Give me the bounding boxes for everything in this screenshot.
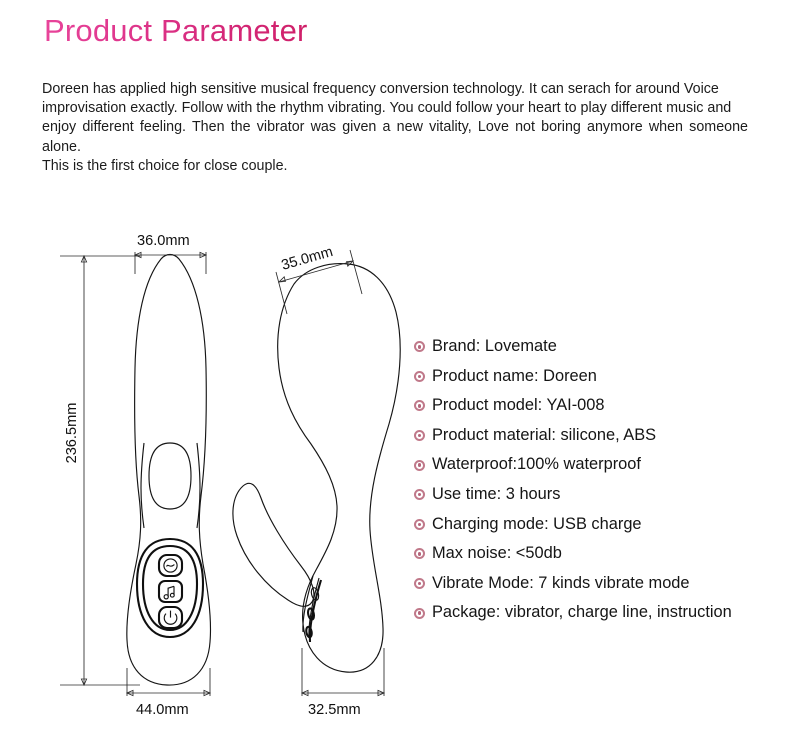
spec-package: Package: vibrator, charge line, instruct… <box>432 603 732 622</box>
side-view-outline <box>277 263 401 673</box>
spec-max-noise: Max noise: <50db <box>432 544 562 563</box>
side-view-seam-outer <box>302 575 314 633</box>
front-view-outline <box>126 253 212 686</box>
side-view-button-3 <box>305 625 313 639</box>
control-panel-inner-ring <box>141 544 199 632</box>
dim-label-side-width: 35.0mm <box>280 244 335 274</box>
control-panel-outer <box>135 537 205 639</box>
description-line-2: improvisation exactly. Follow with the r… <box>42 100 732 117</box>
front-view-crease-left <box>140 442 145 529</box>
dim-label-height: 236.5mm <box>64 403 80 464</box>
product-specification-list: Brand: Lovemate Product name: Doreen Pro… <box>414 332 786 628</box>
spec-brand: Brand: Lovemate <box>432 337 557 355</box>
spec-vibrate-mode: Vibrate Mode: 7 kinds vibrate mode <box>432 573 690 592</box>
description-line-1: Doreen has applied high sensitive musica… <box>42 81 719 97</box>
dim-label-side-base: 32.5mm <box>308 702 361 718</box>
bullet-icon <box>414 607 425 619</box>
bullet-icon <box>414 489 425 501</box>
drawing-canvas: .ln { fill:none; stroke:#151515; stroke-… <box>60 233 401 718</box>
dim-label-front-base: 44.0mm <box>136 702 189 718</box>
music-mode-button[interactable] <box>157 579 184 604</box>
bullet-icon <box>414 459 425 471</box>
vibration-mode-button[interactable] <box>157 553 184 578</box>
bullet-icon <box>414 518 425 530</box>
dim-group-side-width: 35.0mm <box>275 244 363 315</box>
spec-product-material: Product material: silicone, ABS <box>432 425 657 444</box>
description-line-4: This is the first choice for close coupl… <box>42 157 288 174</box>
front-view-arm-outline <box>148 442 192 510</box>
list-item: Product material: silicone, ABS <box>414 421 786 451</box>
front-view-crease-right <box>196 442 201 529</box>
bullet-icon <box>414 430 425 442</box>
list-item: Product name: Doreen <box>414 362 786 392</box>
list-item: Brand: Lovemate <box>414 332 786 362</box>
spec-waterproof: Waterproof:100% waterproof <box>432 455 641 474</box>
side-view-button-2 <box>306 607 316 621</box>
spec-product-name: Product name: Doreen <box>432 366 597 385</box>
bullet-icon <box>414 578 425 590</box>
dim-label-front-width: 36.0mm <box>137 233 190 249</box>
bullet-icon <box>414 400 425 412</box>
list-item: Package: vibrator, charge line, instruct… <box>414 598 786 628</box>
list-item: Product model: YAI-008 <box>414 391 786 421</box>
product-technical-drawing: .ln { fill:none; stroke:#151515; stroke-… <box>40 228 430 718</box>
description-line-3: enjoy different feeling. Then the vibrat… <box>42 119 748 155</box>
bullet-icon <box>414 548 425 560</box>
list-item: Use time: 3 hours <box>414 480 786 510</box>
bullet-icon <box>414 370 425 382</box>
side-view-button-1 <box>310 587 320 601</box>
list-item: Max noise: <50db <box>414 539 786 569</box>
spec-charging-mode: Charging mode: USB charge <box>432 514 642 533</box>
bullet-icon <box>414 341 425 353</box>
power-button[interactable] <box>157 605 184 630</box>
side-view-arm-outline <box>232 482 315 607</box>
spec-use-time: Use time: 3 hours <box>432 484 561 503</box>
list-item: Waterproof:100% waterproof <box>414 450 786 480</box>
spec-product-model: Product model: YAI-008 <box>432 396 605 415</box>
page-title: Product Parameter <box>44 10 308 52</box>
list-item: Charging mode: USB charge <box>414 510 786 540</box>
list-item: Vibrate Mode: 7 kinds vibrate mode <box>414 569 786 599</box>
product-description: Doreen has applied high sensitive musica… <box>42 80 748 176</box>
